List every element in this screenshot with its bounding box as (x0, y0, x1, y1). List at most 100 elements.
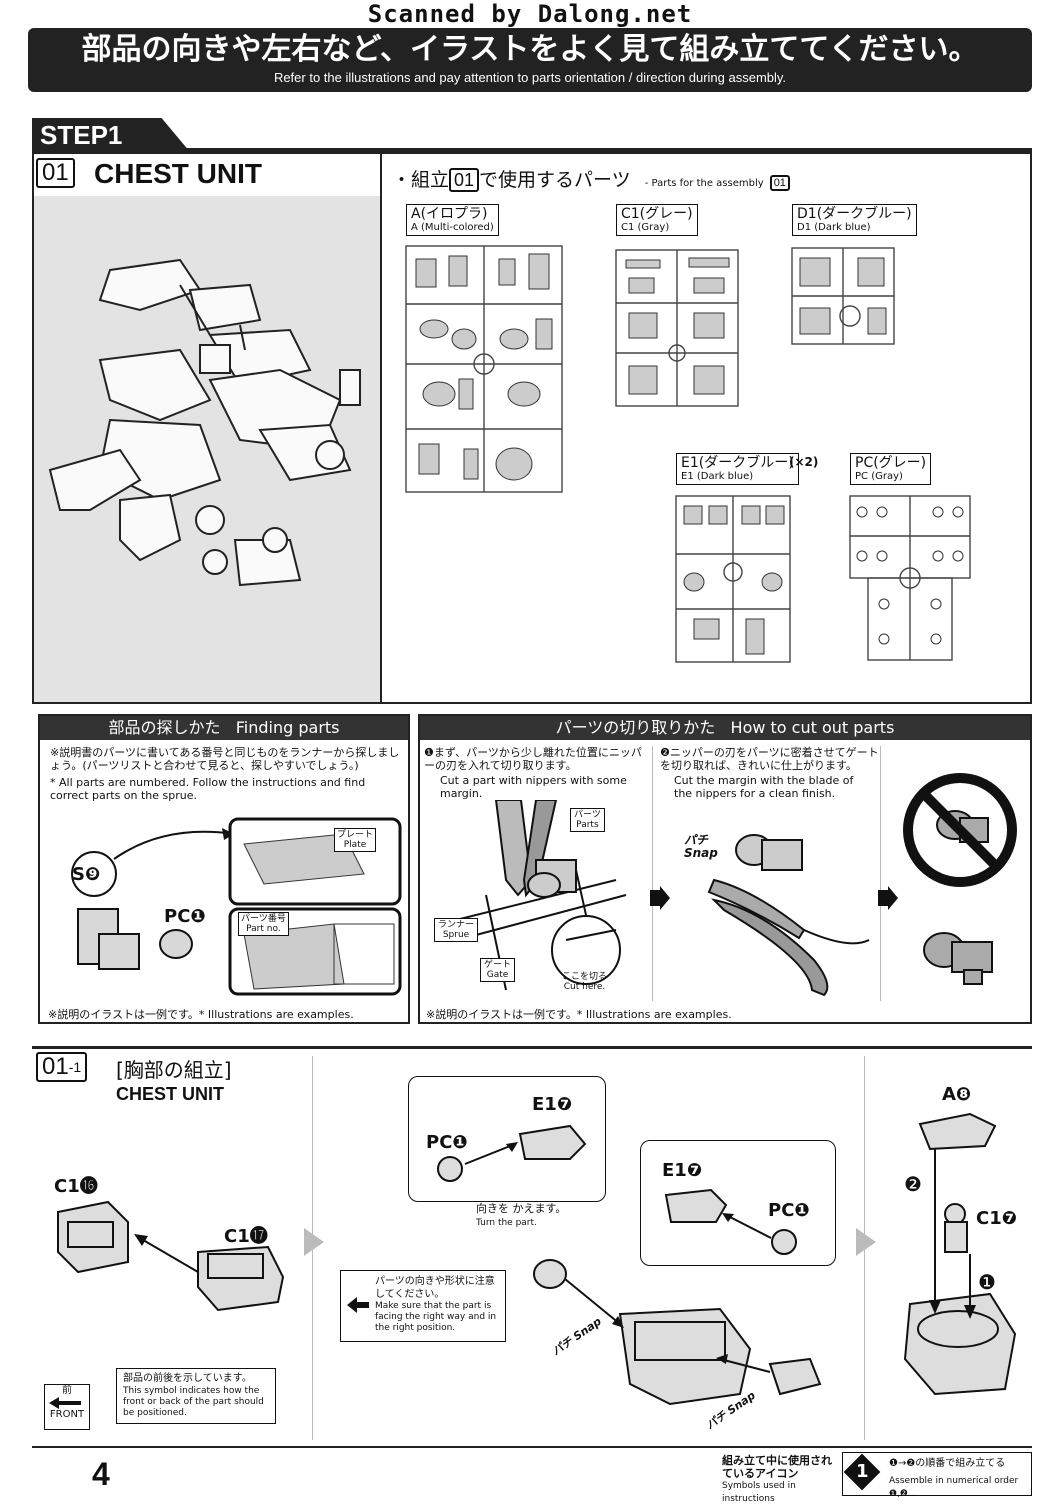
plate-label-jp: プレート (337, 830, 374, 840)
parts-callout-en: Parts (576, 820, 599, 830)
icons-label-jp: 組み立て中に使用されているアイコン (722, 1454, 832, 1480)
pc1-b-label: PC❶ (768, 1200, 810, 1221)
c1-16-label: C1⓰ (54, 1176, 98, 1197)
front-symbol-en: FRONT (49, 1409, 85, 1420)
runner-c1-code: C1(グレー) (621, 206, 693, 222)
cut-step2-illustration (674, 810, 874, 1000)
runner-a-en: A (Multi-colored) (411, 222, 494, 233)
legend-en: Assemble in numerical order ❶,❷... (889, 1476, 1019, 1499)
finding-parts-illustration (44, 814, 404, 999)
e1-7-a-label: E1❼ (532, 1094, 573, 1115)
section-title: CHEST UNIT (94, 158, 262, 189)
cut-divider-2 (880, 746, 881, 1001)
parts-heading-en-num: 01 (769, 175, 790, 191)
runner-callout-en: Sprue (442, 930, 470, 940)
runner-e1-qty: (×2) (789, 455, 819, 469)
banner-jp: 部品の向きや左右など、イラストをよく見て組み立ててください。 (81, 32, 979, 67)
pc1-label: PC❶ (164, 906, 206, 927)
c1-7-label: C1❼ (976, 1208, 1017, 1229)
front-note-en: This symbol indicates how the front or b… (123, 1386, 264, 1418)
runner-e1-en: E1 (Dark blue) (681, 471, 754, 482)
icons-label-en: Symbols used in instructions (722, 1481, 796, 1504)
chest-unit-exploded-illustration (40, 250, 370, 590)
step-tab: STEP1 (32, 118, 190, 152)
footer-rule (32, 1446, 1032, 1448)
cut-step2-jp: ❷ニッパーの刃をパーツに密着させてゲートを切り取れば、きれいに仕上がります。 (660, 746, 879, 772)
parts-heading-pre: ・組立 (392, 169, 450, 191)
runner-pc-sprue (848, 494, 972, 662)
parts-heading-en: - Parts for the assembly (644, 178, 764, 189)
finding-parts-header-en: Finding parts (235, 718, 340, 737)
parts-heading-num: 01 (449, 168, 480, 192)
finding-parts-footer: ※説明のイラストは一例です。* Illustrations are exampl… (48, 1008, 354, 1021)
section-number: 01 (36, 158, 75, 188)
gate-callout-jp: ゲート (484, 960, 512, 970)
section-01-1-title-jp: [胸部の組立] (116, 1058, 232, 1082)
finding-parts-header-jp: 部品の探しかた (108, 718, 221, 737)
turn-note-en: Turn the part. (476, 1218, 537, 1228)
runner-label-c1: C1(グレー) C1 (Gray) (616, 204, 698, 236)
a8-label: A❽ (942, 1084, 972, 1105)
runner-d1-code: D1(ダークブルー) (797, 206, 912, 222)
cut-step1-jp: ❶まず、パーツから少し離れた位置にニッパーの刃を入れて切り取ります。 (424, 746, 642, 772)
plate-label-en: Plate (343, 840, 367, 850)
cut-step2-en: Cut the margin with the blade of the nip… (674, 774, 854, 800)
cutting-header: パーツの切り取りかた How to cut out parts (420, 716, 1030, 740)
c1-17-label: C1⓱ (224, 1226, 268, 1247)
section-01-1-title-en: CHEST UNIT (116, 1084, 224, 1104)
e1-pc1-illustration (656, 1180, 826, 1260)
orientation-note: パーツの向きや形状に注意してください。 Make sure that the p… (340, 1270, 506, 1342)
front-symbol-note: 部品の前後を示しています。 This symbol indicates how … (116, 1368, 276, 1424)
runner-c1-en: C1 (Gray) (621, 222, 670, 233)
banner-en: Refer to the illustrations and pay atten… (273, 70, 787, 85)
finding-parts-header: 部品の探しかた Finding parts (40, 716, 408, 740)
instruction-banner: 部品の向きや左右など、イラストをよく見て組み立ててください。 Refer to … (28, 28, 1032, 92)
front-symbol: 前 FRONT (44, 1384, 90, 1430)
partno-label-en: Part no. (246, 924, 281, 934)
page-number: 4 (92, 1456, 110, 1492)
parts-heading-post: で使用するパーツ (479, 169, 631, 191)
cutting-footer: ※説明のイラストは一例です。* Illustrations are exampl… (426, 1008, 732, 1021)
pc1-e1-illustration (420, 1114, 600, 1194)
snap-jp-cut: パチ (684, 833, 709, 847)
section-01-1-rule (32, 1046, 1032, 1049)
section-01-1-number: 01-1 (36, 1052, 88, 1082)
next-arrow-1 (304, 1228, 324, 1256)
cutting-header-jp: パーツの切り取りかた (555, 718, 716, 737)
chest-middle-assembly-illustration (520, 1254, 840, 1434)
cut-divider-1 (652, 746, 653, 1001)
runner-d1-sprue (790, 246, 896, 346)
runner-c1-sprue (614, 248, 740, 408)
runner-e1-code: E1(ダークブルー) (681, 455, 794, 471)
c1-assembly-illustration (48, 1192, 298, 1322)
cut-step1-illustration (426, 800, 648, 1000)
runner-label-d1: D1(ダークブルー) D1 (Dark blue) (792, 204, 917, 236)
section-01-1-num: 01 (42, 1053, 69, 1080)
partno-label-jp: パーツ番号 (241, 914, 286, 924)
runner-label-pc: PC(グレー) PC (Gray) (850, 453, 932, 485)
clean-part-illustration (914, 920, 1014, 990)
runner-label-e1: E1(ダークブルー) E1 (Dark blue) (676, 453, 799, 485)
step-rule (32, 148, 1032, 152)
assembly-order-legend: 1 ❶→❷の順番で組み立てる Assemble in numerical ord… (842, 1452, 1032, 1499)
runner-label-a: A(イロプラ) A (Multi-colored) (406, 204, 499, 236)
runner-callout-jp: ランナー (438, 920, 475, 930)
section-01-1-sub: -1 (68, 1059, 82, 1075)
cut-here-en: Cut here. (563, 982, 606, 992)
scan-credit: Scanned by Dalong.net (367, 0, 693, 28)
snap-en-cut: Snap (684, 846, 718, 860)
finding-parts-panel (38, 714, 410, 1024)
e1-7-b-label: E1❼ (662, 1160, 703, 1181)
cutting-header-en: How to cut out parts (730, 718, 895, 737)
order-1-marker: ❶ (978, 1270, 996, 1294)
finding-parts-note-jp: ※説明書のパーツに書いてある番号と同じものをランナーから探しましょう。(パーツリ… (50, 746, 400, 772)
icons-label: 組み立て中に使用されているアイコン Symbols used in instru… (722, 1454, 840, 1506)
finding-parts-note-en: * All parts are numbered. Follow the ins… (50, 776, 366, 802)
